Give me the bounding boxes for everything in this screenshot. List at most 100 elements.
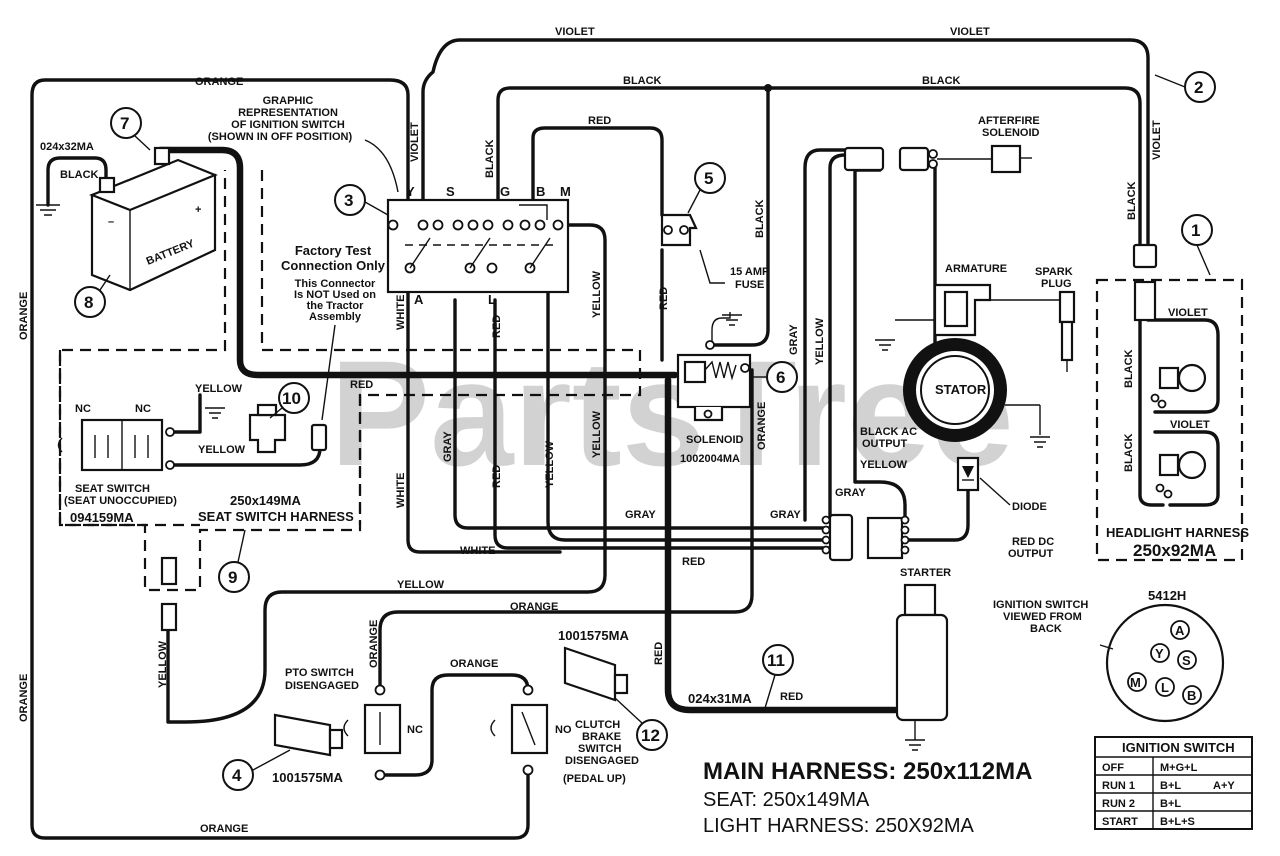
ign-back-term-l: L [1161, 680, 1169, 695]
label-red-starter: RED [780, 691, 803, 703]
label-white-bottom: WHITE [460, 545, 495, 557]
label-white-v2: WHITE [395, 473, 407, 508]
wire-yellow-r [166, 223, 607, 724]
callout-5: 5 [687, 162, 726, 214]
ign-back-part: 5412H [1148, 588, 1186, 603]
ground-icon [36, 204, 60, 216]
wire-yellow-stator [803, 148, 847, 522]
label-yellow-v5: YELLOW [157, 640, 169, 688]
label-gray-2: GRAY [770, 509, 801, 521]
wire-orange-link [378, 673, 530, 777]
factory-test-note-4: Assembly [309, 311, 362, 323]
label-black-v2: BLACK [754, 199, 766, 238]
label-red-cable: RED [350, 379, 373, 391]
ign-table-title: IGNITION SWITCH [1122, 740, 1235, 755]
ground-harness-part: 024x31MA [688, 691, 752, 706]
ignition-switch-graphic [386, 198, 570, 294]
callout-2: 2 [1154, 71, 1216, 103]
battery: BATTERY + – [89, 146, 218, 292]
label-orange-v1: ORANGE [18, 292, 30, 340]
clutch-label-3: SWITCH [578, 743, 621, 755]
callout-3-text: 3 [344, 191, 353, 210]
fuse-label-2: FUSE [735, 279, 764, 291]
callout-11: 11 [762, 644, 794, 709]
headlight-label: HEADLIGHT HARNESS [1106, 525, 1249, 540]
ignition-graphic-label-3: OF IGNITION SWITCH [231, 119, 345, 131]
label-red-v2: RED [491, 465, 503, 488]
label-red-v4: RED [653, 642, 665, 665]
label-white-v1: WHITE [395, 295, 407, 330]
clutch-label-5: (PEDAL UP) [563, 773, 626, 785]
label-orange-v2: ORANGE [18, 674, 30, 722]
ign-back-term-y: Y [1155, 646, 1164, 661]
callout-3: 3 [334, 184, 389, 216]
battery-terminal-pos [153, 146, 171, 166]
ground-icon [205, 407, 225, 419]
diode [956, 456, 980, 492]
label-orange-v4: ORANGE [368, 620, 380, 668]
wire-gray-stator [828, 153, 847, 520]
headlight-part: 250x92MA [1133, 541, 1216, 560]
ign-back-term-m: M [1130, 675, 1141, 690]
clutch-contact: NO [555, 724, 572, 736]
ign-table-r1c2: A+Y [1213, 780, 1235, 792]
wire-headlight-violet [1146, 318, 1220, 414]
factory-test-note-3: the Tractor [307, 300, 365, 312]
wire-red-starter [664, 376, 899, 714]
label-violet-v: VIOLET [409, 122, 421, 162]
black-ac-label-1: BLACK AC [860, 426, 917, 438]
headlight-connector [1132, 243, 1158, 322]
seat-harness-outline [58, 350, 362, 527]
label-red-v3: RED [658, 287, 670, 310]
wire-seat-yellow [173, 393, 202, 434]
callout-4-text: 4 [232, 766, 242, 785]
callout-6: 6 [752, 361, 798, 393]
wire-gray-l [453, 298, 832, 530]
ignition-switch-back [1099, 603, 1225, 723]
pto-switch [273, 684, 402, 781]
stator-label: STATOR [935, 382, 987, 397]
fuse-leader [699, 249, 725, 284]
factory-leader [321, 324, 336, 421]
ignition-graphic-label-2: REPRESENTATION [238, 107, 338, 119]
ign-back-term-b: B [1187, 688, 1196, 703]
starter-label: STARTER [900, 567, 951, 579]
battery-part: 024x32MA [40, 141, 94, 153]
ign-table-r1c1: B+L [1160, 780, 1181, 792]
wire-red-l [493, 298, 832, 550]
label-red-bottom: RED [682, 556, 705, 568]
wire-black-solenoid [710, 86, 770, 347]
callout-1-text: 1 [1191, 221, 1200, 240]
label-yellow-bottom: YELLOW [397, 579, 445, 591]
red-dc-label-2: OUTPUT [1008, 548, 1054, 560]
ign-table-r2c0: RUN 2 [1102, 798, 1135, 810]
wire-yellow-m [546, 228, 832, 542]
callout-8: 8 [74, 274, 111, 318]
wire-orange-left [30, 78, 530, 840]
engine-connector [821, 513, 910, 562]
seat-nc2: NC [135, 403, 151, 415]
callout-6-text: 6 [776, 368, 785, 387]
wire-headlight-black [1138, 283, 1165, 507]
ground-icon [905, 739, 925, 751]
wire-layer [30, 38, 1220, 840]
seat-harness-part: 250x149MA [230, 493, 301, 508]
ign-back-label-3: BACK [1030, 623, 1062, 635]
callout-4: 4 [222, 749, 291, 791]
label-yellow-seat2: YELLOW [198, 444, 246, 456]
starter [895, 583, 949, 740]
ign-term-b: B [536, 184, 545, 199]
label-black-v: BLACK [484, 139, 496, 178]
ign-table-r0c0: OFF [1102, 762, 1124, 774]
label-orange-bottom: ORANGE [200, 823, 248, 835]
ign-term-y: Y [406, 184, 415, 199]
main-harness-outline [58, 170, 642, 592]
callout-12: 12 [614, 697, 668, 751]
label-violet-2: VIOLET [950, 26, 990, 38]
fuse [660, 213, 698, 247]
ground-icon [875, 339, 895, 351]
label-yellow-v4: YELLOW [814, 317, 826, 365]
pto-contact: NC [407, 724, 423, 736]
armature-label: ARMATURE [945, 263, 1007, 275]
